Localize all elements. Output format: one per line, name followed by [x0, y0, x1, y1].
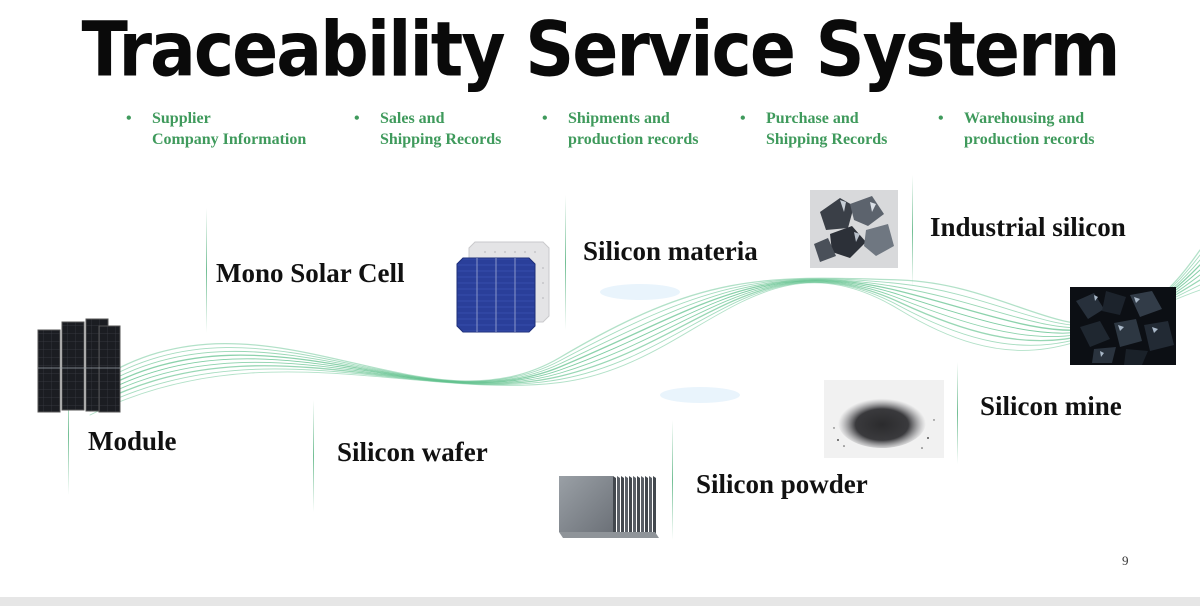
- bullet-dot: •: [740, 110, 746, 127]
- bullet-dot: •: [938, 110, 944, 127]
- silicon-wafer-image: [559, 476, 659, 538]
- wafer-slice: [617, 476, 620, 534]
- bullet-line2: production records: [568, 131, 699, 148]
- stage-silicon-powder: Silicon powder: [696, 469, 868, 499]
- wafer-slice: [633, 476, 636, 534]
- divider-line: [68, 375, 69, 495]
- footer-bar: [0, 597, 1200, 606]
- wave-line: [89, 274, 1200, 405]
- silicon-mine-image: [1070, 287, 1176, 365]
- bullet-line2: Company Information: [152, 131, 307, 148]
- stage-mono-solar-cell: Mono Solar Cell: [216, 258, 405, 288]
- wave-glow: [600, 284, 680, 300]
- wave-line: [89, 279, 1200, 409]
- wave-line: [89, 282, 1200, 416]
- wave-line: [89, 264, 1200, 397]
- solar-module-image: [37, 318, 121, 413]
- bullet-purchase-shipping: • Purchase and Shipping Records: [740, 108, 887, 150]
- stage-industrial-silicon: Industrial silicon: [930, 212, 1126, 242]
- divider-line: [957, 362, 958, 464]
- divider-line: [912, 175, 913, 287]
- stage-silicon-mine: Silicon mine: [980, 391, 1122, 421]
- wave-line: [89, 281, 1200, 412]
- wafer-slice: [641, 476, 644, 534]
- bullet-line2: Shipping Records: [380, 131, 502, 148]
- bullet-line1: Supplier: [152, 110, 211, 127]
- wave-line: [89, 254, 1200, 390]
- bullet-line1: Purchase and: [766, 110, 859, 127]
- wafer-slice: [621, 476, 624, 534]
- wafer-slice: [649, 476, 652, 534]
- divider-line: [206, 208, 207, 333]
- bullet-line1: Warehousing and: [964, 110, 1085, 127]
- divider-line: [672, 420, 673, 540]
- bullet-supplier-info: • Supplier Company Information: [126, 108, 306, 150]
- page-title: Traceability Service Systerm: [81, 6, 1121, 95]
- silicon-material-image: [810, 190, 898, 268]
- wave-line: [89, 269, 1200, 401]
- bullet-shipments-production: • Shipments and production records: [542, 108, 699, 150]
- bullet-dot: •: [126, 110, 132, 127]
- divider-line: [313, 400, 314, 512]
- wafer-slice: [645, 476, 648, 534]
- mono-solar-cell-image: [456, 241, 550, 333]
- page-number: 9: [1122, 553, 1129, 568]
- wafer-slice: [625, 476, 628, 534]
- wave-line: [89, 249, 1200, 386]
- wafer-slice: [629, 476, 632, 534]
- silicon-powder-image: [824, 380, 944, 458]
- bullet-dot: •: [542, 110, 548, 127]
- wafer-slice: [637, 476, 640, 534]
- wave-glow: [660, 387, 740, 403]
- wafer-slice: [613, 476, 616, 534]
- bullet-warehousing-production: • Warehousing and production records: [938, 108, 1095, 150]
- bullet-line2: production records: [964, 131, 1095, 148]
- stage-module: Module: [88, 426, 177, 456]
- bullet-sales-shipping: • Sales and Shipping Records: [354, 108, 501, 150]
- bullet-line1: Sales and: [380, 110, 445, 127]
- bullet-line2: Shipping Records: [766, 131, 888, 148]
- wafer-slice: [653, 476, 656, 534]
- stage-silicon-materia: Silicon materia: [583, 236, 758, 266]
- bullet-line1: Shipments and: [568, 110, 670, 127]
- bullet-dot: •: [354, 110, 360, 127]
- stage-silicon-wafer: Silicon wafer: [337, 437, 488, 467]
- divider-line: [565, 195, 566, 330]
- wave-line: [89, 259, 1200, 393]
